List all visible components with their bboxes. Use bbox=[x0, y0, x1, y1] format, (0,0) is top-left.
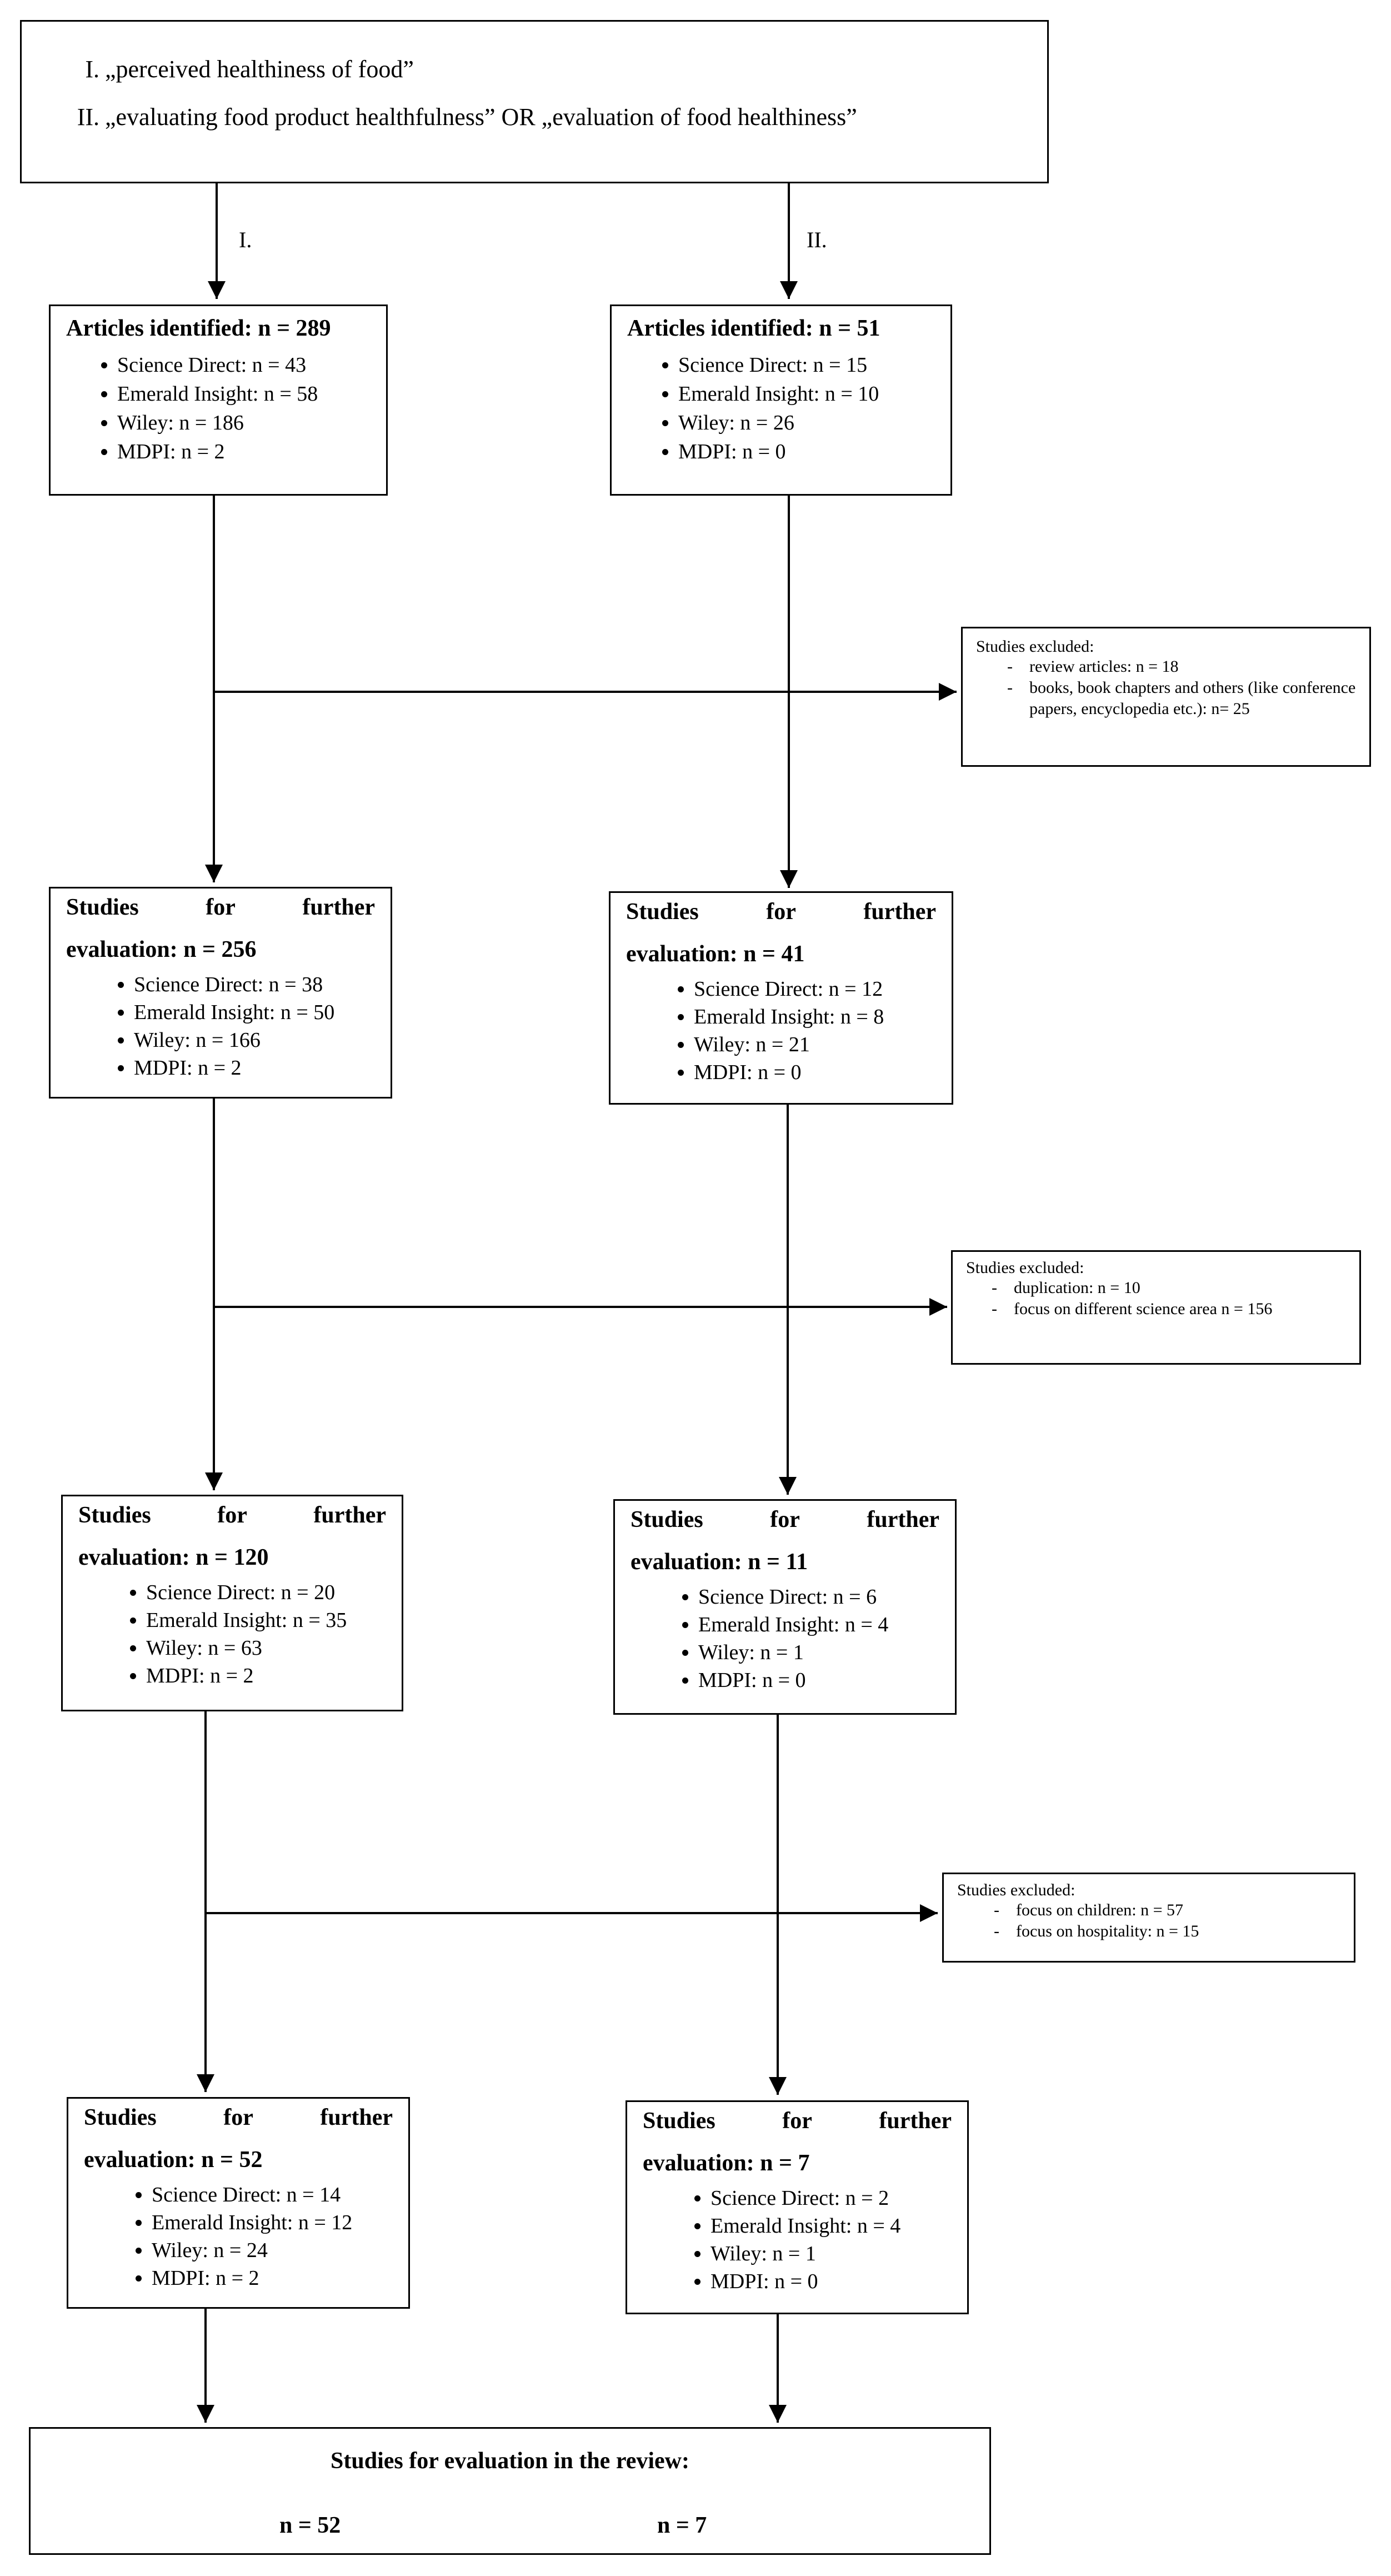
source-item: Science Direct: n = 43 bbox=[117, 351, 386, 380]
exclusion-title: Studies excluded: bbox=[976, 637, 1094, 656]
exclusion-item: -duplication: n = 10 bbox=[992, 1279, 1140, 1297]
source-item: Wiley: n = 186 bbox=[117, 408, 386, 437]
source-item: Emerald Insight: n = 12 bbox=[152, 2209, 408, 2236]
source-item: Emerald Insight: n = 35 bbox=[146, 1606, 402, 1634]
identified-title: Articles identified: n = 51 bbox=[627, 316, 880, 341]
source-item: Science Direct: n = 12 bbox=[694, 975, 952, 1003]
exclusion-box-2: Studies excluded: -duplication: n = 10 -… bbox=[951, 1250, 1361, 1365]
source-list: Science Direct: n = 20 Emerald Insight: … bbox=[63, 1579, 402, 1690]
source-list: Science Direct: n = 14 Emerald Insight: … bbox=[68, 2181, 408, 2292]
exclusion-item: -focus on children: n = 57 bbox=[994, 1901, 1184, 1919]
source-item: MDPI: n = 2 bbox=[117, 437, 386, 466]
source-item: MDPI: n = 2 bbox=[134, 1054, 391, 1082]
stage-count: evaluation: n = 120 bbox=[78, 1545, 269, 1570]
source-item: Science Direct: n = 20 bbox=[146, 1579, 402, 1606]
stage-count: evaluation: n = 256 bbox=[66, 937, 257, 962]
source-item: Wiley: n = 24 bbox=[152, 2236, 408, 2264]
final-count-left: n = 52 bbox=[279, 2513, 341, 2538]
query-text: „evaluating food product healthfulness” … bbox=[105, 103, 857, 131]
source-item: MDPI: n = 0 bbox=[678, 437, 950, 466]
source-item: Emerald Insight: n = 8 bbox=[694, 1003, 952, 1031]
source-item: Emerald Insight: n = 50 bbox=[134, 999, 391, 1026]
source-list: Science Direct: n = 12 Emerald Insight: … bbox=[611, 975, 952, 1086]
stage-count: evaluation: n = 11 bbox=[631, 1549, 808, 1575]
final-count-right: n = 7 bbox=[657, 2513, 707, 2538]
source-item: Science Direct: n = 38 bbox=[134, 971, 391, 999]
source-item: Wiley: n = 26 bbox=[678, 408, 950, 437]
query-number: II. bbox=[77, 103, 99, 131]
source-item: MDPI: n = 0 bbox=[710, 2268, 967, 2295]
source-item: Emerald Insight: n = 58 bbox=[117, 380, 386, 408]
exclusion-box-1: Studies excluded: -review articles: n = … bbox=[961, 627, 1371, 767]
stage-count: evaluation: n = 41 bbox=[626, 941, 805, 967]
stage-count: evaluation: n = 52 bbox=[84, 2147, 263, 2173]
source-list: Science Direct: n = 38 Emerald Insight: … bbox=[51, 971, 391, 1082]
final-title: Studies for evaluation in the review: bbox=[331, 2448, 689, 2474]
identified-title: Articles identified: n = 289 bbox=[66, 316, 331, 341]
source-item: Wiley: n = 1 bbox=[710, 2240, 967, 2268]
source-item: Science Direct: n = 14 bbox=[152, 2181, 408, 2209]
exclusion-box-3: Studies excluded: -focus on children: n … bbox=[942, 1873, 1355, 1963]
source-item: Science Direct: n = 6 bbox=[698, 1583, 955, 1611]
exclusion-title: Studies excluded: bbox=[957, 1881, 1075, 1899]
source-item: MDPI: n = 2 bbox=[146, 1662, 402, 1690]
identified-box-right: Articles identified: n = 51 Science Dire… bbox=[610, 304, 952, 496]
source-item: MDPI: n = 2 bbox=[152, 2264, 408, 2292]
source-item: Science Direct: n = 2 bbox=[710, 2184, 967, 2212]
source-item: Wiley: n = 166 bbox=[134, 1026, 391, 1054]
source-list: Science Direct: n = 6 Emerald Insight: n… bbox=[615, 1583, 955, 1694]
source-item: Emerald Insight: n = 4 bbox=[698, 1611, 955, 1639]
stage-count: evaluation: n = 7 bbox=[643, 2150, 810, 2176]
query-text: „perceived healthiness of food” bbox=[105, 56, 414, 83]
branch-label-left: I. bbox=[239, 227, 252, 252]
exclusion-item: -review articles: n = 18 bbox=[1007, 657, 1179, 676]
source-list: Science Direct: n = 43 Emerald Insight: … bbox=[51, 351, 386, 466]
source-list: Science Direct: n = 2 Emerald Insight: n… bbox=[627, 2184, 967, 2295]
branch-label-right: II. bbox=[807, 227, 827, 252]
exclusion-item: -focus on hospitality: n = 15 bbox=[994, 1922, 1199, 1940]
exclusion-item: -focus on different science area n = 156 bbox=[992, 1300, 1273, 1318]
source-item: MDPI: n = 0 bbox=[698, 1666, 955, 1694]
final-review-box: Studies for evaluation in the review: n … bbox=[29, 2427, 991, 2555]
identified-box-left: Articles identified: n = 289 Science Dir… bbox=[49, 304, 388, 496]
source-item: Science Direct: n = 15 bbox=[678, 351, 950, 380]
source-list: Science Direct: n = 15 Emerald Insight: … bbox=[612, 351, 950, 466]
search-query-box: I. „perceived healthiness of food” II. „… bbox=[20, 20, 1049, 183]
source-item: Wiley: n = 21 bbox=[694, 1031, 952, 1059]
source-item: Wiley: n = 63 bbox=[146, 1634, 402, 1662]
source-item: Wiley: n = 1 bbox=[698, 1639, 955, 1666]
exclusion-title: Studies excluded: bbox=[966, 1259, 1084, 1277]
exclusion-item: -books, book chapters and others (like c… bbox=[1007, 678, 1356, 718]
query-number: I. bbox=[85, 56, 99, 83]
source-item: MDPI: n = 0 bbox=[694, 1059, 952, 1086]
source-item: Emerald Insight: n = 4 bbox=[710, 2212, 967, 2240]
source-item: Emerald Insight: n = 10 bbox=[678, 380, 950, 408]
